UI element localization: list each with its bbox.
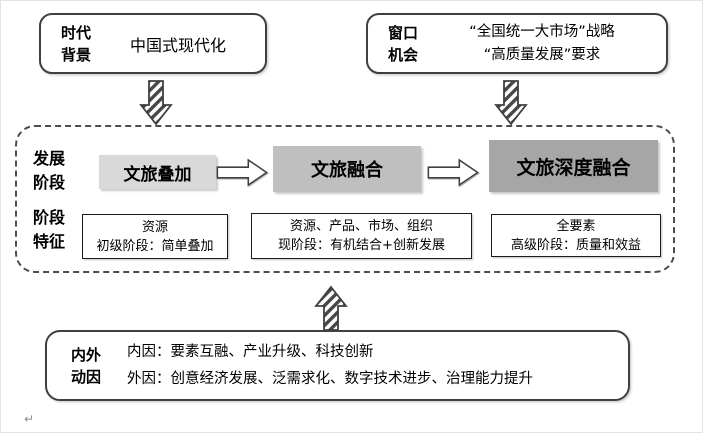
stage-box-3: 文旅深度融合 [489,140,658,192]
feature-box-2: 资源、产品、市场、组织 现阶段：有机结合+创新发展 [251,213,472,259]
down-arrow-icon [493,80,529,126]
era-background-content: 中国式现代化 [130,35,227,55]
up-arrow-icon [313,285,349,331]
drivers-content: 内因：要素互融、产业升级、科技创新 外因：创意经济发展、泛需求化、数字技术进步、… [127,339,533,393]
window-opportunity-box: 窗口 机会 “全国统一大市场”战略 “高质量发展”要求 [366,13,668,74]
right-arrow-icon [427,158,480,187]
development-stages-label-line1: 发展 [33,149,66,168]
feature-box-1-line1: 资源 [141,219,168,235]
era-background-label-line2: 背景 [61,45,92,64]
feature-box-2-line2: 现阶段：有机结合+创新发展 [278,238,445,253]
feature-box-2-line1: 资源、产品、市场、组织 [289,219,433,234]
development-stages-label-line2: 阶段 [33,173,66,192]
window-opportunity-label-line2: 机会 [388,45,419,64]
window-opportunity-label-line1: 窗口 [388,23,419,42]
drivers-label-line2: 动因 [71,367,102,386]
feature-box-1-line2: 初级阶段：简单叠加 [96,238,214,254]
stage-box-2: 文旅融合 [273,146,421,192]
feature-box-3: 全要素 高级阶段：质量和效益 [491,214,661,257]
window-opportunity-label: 窗口 机会 [388,22,418,66]
window-opportunity-content: “全国统一大市场”战略 “高质量发展”要求 [418,21,666,67]
stage-features-label-line2: 特征 [33,232,66,251]
feature-box-3-line1: 全要素 [556,218,596,234]
era-background-label-line1: 时代 [61,23,92,42]
stage-box-1: 文旅叠加 [99,155,216,189]
stage-panel: 发展 阶段 文旅叠加 文旅融合 文旅深度融合 阶段 特征 [15,125,675,273]
window-opportunity-content-line1: “全国统一大市场”战略 [469,23,615,40]
down-arrow-icon [138,80,174,126]
era-background-label: 时代 背景 [61,22,91,66]
development-stages-label: 发展 阶段 [33,147,65,195]
stage-features-label: 阶段 特征 [33,206,65,254]
right-arrow-icon [216,158,269,187]
feature-box-3-line2: 高级阶段：质量和效益 [510,237,641,253]
paragraph-mark: ↵ [24,412,35,426]
window-opportunity-content-line2: “高质量发展”要求 [483,46,601,63]
feature-box-1: 资源 初级阶段：简单叠加 [82,214,228,259]
drivers-label: 内外 动因 [71,344,101,388]
drivers-label-line1: 内外 [71,345,102,364]
drivers-box: 内外 动因 内因：要素互融、产业升级、科技创新 外因：创意经济发展、泛需求化、数… [45,330,630,401]
era-background-box: 时代 背景 中国式现代化 [39,13,267,74]
drivers-internal-line: 内因：要素互融、产业升级、科技创新 [127,343,374,360]
stage-features-label-line1: 阶段 [33,208,66,227]
drivers-external-line: 外因：创意经济发展、泛需求化、数字技术进步、治理能力提升 [127,370,534,387]
